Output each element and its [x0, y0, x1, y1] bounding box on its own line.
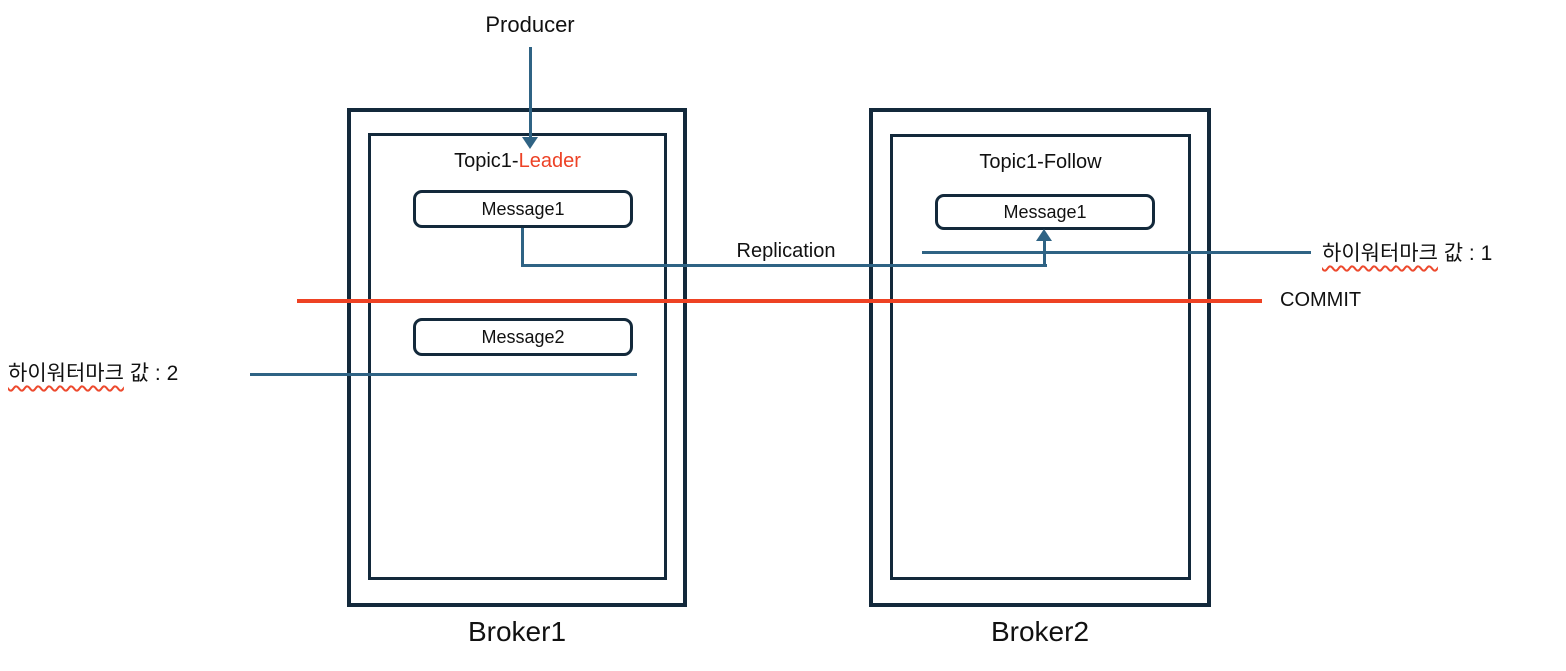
- broker1-message2-box: Message2: [413, 318, 633, 356]
- hwm-left-value-text: 값 : 2: [123, 362, 179, 385]
- commit-label: COMMIT: [1280, 289, 1362, 311]
- producer-arrow-line: [529, 47, 532, 139]
- broker1-box: [347, 108, 687, 607]
- broker1-message1-box: Message1: [413, 190, 633, 228]
- broker2-message1-box: Message1: [935, 194, 1155, 230]
- hwm-right-value-text: 값 : 1: [1437, 242, 1493, 265]
- broker1-message2-label: Message2: [481, 326, 565, 347]
- hwm-left-label: 하이워터마크 값 : 2: [8, 357, 178, 387]
- broker2-box: [869, 108, 1211, 607]
- broker2-label: Broker2: [990, 616, 1090, 647]
- replication-arrowhead-icon: [1036, 229, 1052, 241]
- broker1-topic-box: [368, 133, 667, 580]
- broker1-topic-prefix: Topic1-: [454, 150, 519, 172]
- broker2-topic-box: [890, 134, 1191, 580]
- replication-line-horizontal: [521, 264, 1047, 267]
- hwm-right-underlined-text: 하이워터마크: [1322, 242, 1438, 265]
- broker1-topic-label: Topic1-Leader: [368, 150, 667, 173]
- hwm-left-underlined-text: 하이워터마크: [8, 362, 124, 385]
- hwm-right-pointer-line: [922, 251, 1311, 254]
- hwm-left-pointer-line: [250, 373, 637, 376]
- broker2-topic-label: Topic1-Follow: [979, 151, 1102, 173]
- broker2-message1-label: Message1: [1003, 201, 1087, 222]
- broker1-label: Broker1: [467, 616, 567, 647]
- hwm-right-label: 하이워터마크 값 : 1: [1322, 237, 1492, 267]
- commit-line: [297, 299, 1262, 303]
- broker1-topic-leader-highlight: Leader: [518, 150, 581, 172]
- broker1-message1-label: Message1: [481, 198, 565, 219]
- producer-arrowhead-icon: [522, 137, 538, 149]
- replication-line-down: [521, 228, 524, 267]
- replication-label: Replication: [736, 240, 836, 262]
- producer-label: Producer: [485, 12, 575, 37]
